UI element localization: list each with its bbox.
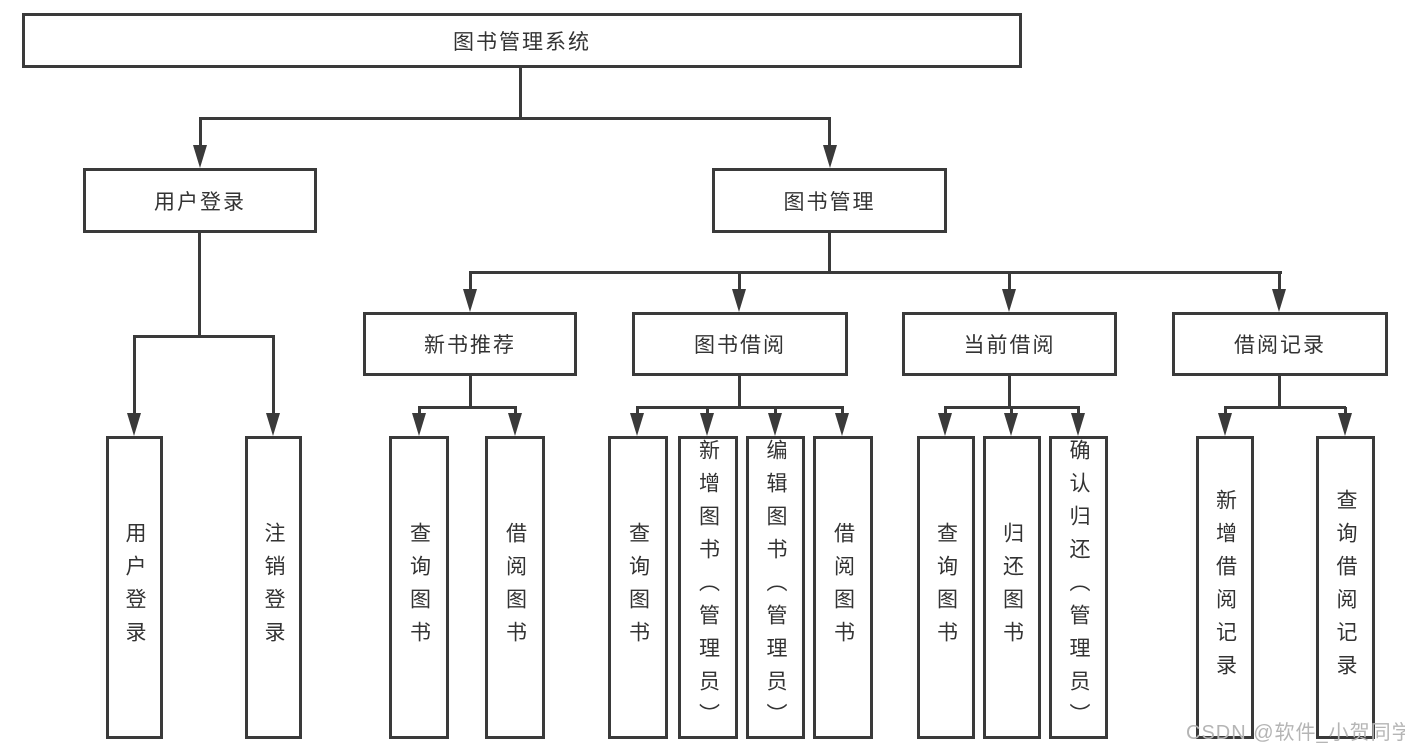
node-label: 编辑图书（管理员） bbox=[764, 439, 787, 736]
arrow-down-icon bbox=[266, 413, 280, 436]
connector-userlogin-stem bbox=[198, 233, 201, 336]
arrow-down-icon bbox=[412, 413, 426, 436]
node-book-management: 图书管理 bbox=[712, 168, 947, 233]
node-leaf-add-borrow-record: 新增借阅记录 bbox=[1196, 436, 1254, 739]
csdn-watermark: CSDN @软件_小贺同学 bbox=[1186, 722, 1405, 744]
connector-stem bbox=[469, 272, 472, 290]
arrow-down-icon bbox=[1071, 413, 1085, 436]
connector-rail bbox=[418, 406, 517, 409]
arrow-down-icon bbox=[1218, 413, 1232, 436]
connector-stem bbox=[706, 407, 709, 414]
node-label: 查询借阅记录 bbox=[1334, 488, 1357, 687]
arrow-down-icon bbox=[700, 413, 714, 436]
node-leaf-query-books: 查询图书 bbox=[608, 436, 668, 739]
arrow-down-icon bbox=[1002, 289, 1016, 312]
arrow-down-icon bbox=[1004, 413, 1018, 436]
node-leaf-confirm-return-admin: 确认归还（管理员） bbox=[1049, 436, 1108, 739]
connector-stem bbox=[1008, 376, 1011, 407]
arrow-down-icon bbox=[1272, 289, 1286, 312]
connector-stem bbox=[828, 118, 831, 146]
arrow-down-icon bbox=[823, 145, 837, 168]
node-label: 归还图书 bbox=[1000, 521, 1024, 654]
connector-stem bbox=[1278, 272, 1281, 290]
node-new-book-recommend: 新书推荐 bbox=[363, 312, 577, 376]
arrow-down-icon bbox=[732, 289, 746, 312]
node-borrow-records: 借阅记录 bbox=[1172, 312, 1388, 376]
connector-rail bbox=[1224, 406, 1346, 409]
connector-stem bbox=[1008, 272, 1011, 290]
arrow-down-icon bbox=[630, 413, 644, 436]
node-leaf-query-books: 查询图书 bbox=[917, 436, 975, 739]
node-label: 查询图书 bbox=[407, 521, 431, 654]
connector-stem bbox=[1077, 407, 1080, 414]
arrow-down-icon bbox=[463, 289, 477, 312]
connector-mgmt-stem bbox=[828, 233, 831, 273]
node-label: 当前借阅 bbox=[963, 334, 1056, 357]
connector-userlogin-rail bbox=[133, 335, 275, 338]
arrow-down-icon bbox=[938, 413, 952, 436]
node-label: 查询图书 bbox=[934, 521, 958, 654]
node-label: 借阅图书 bbox=[831, 521, 855, 654]
connector-stem bbox=[1344, 407, 1347, 414]
connector-stem bbox=[738, 272, 741, 290]
connector-stem bbox=[1278, 376, 1281, 407]
node-leaf-borrow-books: 借阅图书 bbox=[485, 436, 545, 739]
connector-level1-rail bbox=[199, 117, 831, 120]
connector-stem bbox=[133, 336, 136, 414]
node-book-borrow: 图书借阅 bbox=[632, 312, 848, 376]
node-leaf-return-books: 归还图书 bbox=[983, 436, 1041, 739]
node-label: 用户登录 bbox=[123, 521, 146, 654]
connector-stem bbox=[469, 376, 472, 407]
arrow-down-icon bbox=[508, 413, 522, 436]
node-leaf-borrow-books: 借阅图书 bbox=[813, 436, 873, 739]
connector-stem bbox=[199, 118, 202, 146]
node-current-borrow: 当前借阅 bbox=[902, 312, 1117, 376]
node-label: 借阅图书 bbox=[503, 521, 527, 654]
connector-stem bbox=[1010, 407, 1013, 414]
connector-stem bbox=[738, 376, 741, 407]
node-label: 新增借阅记录 bbox=[1213, 488, 1237, 687]
connector-stem bbox=[636, 407, 639, 414]
connector-level2-rail bbox=[469, 271, 1282, 274]
connector-stem bbox=[841, 407, 844, 414]
arrow-down-icon bbox=[768, 413, 782, 436]
node-label: 新书推荐 bbox=[424, 334, 516, 357]
connector-root-stem bbox=[519, 68, 522, 119]
connector-stem bbox=[272, 336, 275, 414]
connector-stem bbox=[1224, 407, 1227, 414]
arrow-down-icon bbox=[193, 145, 207, 168]
node-user-login: 用户登录 bbox=[83, 168, 317, 233]
arrow-down-icon bbox=[835, 413, 849, 436]
connector-stem bbox=[774, 407, 777, 414]
connector-stem bbox=[418, 407, 421, 414]
connector-stem bbox=[514, 407, 517, 414]
arrow-down-icon bbox=[1338, 413, 1352, 436]
node-label: 查询图书 bbox=[626, 521, 650, 654]
node-root: 图书管理系统 bbox=[22, 13, 1022, 68]
node-label: 图书管理 bbox=[783, 190, 876, 214]
node-label: 注销登录 bbox=[262, 521, 285, 654]
node-label: 借阅记录 bbox=[1234, 334, 1326, 357]
connector-stem bbox=[944, 407, 947, 414]
arrow-down-icon bbox=[127, 413, 141, 436]
node-leaf-query-books: 查询图书 bbox=[389, 436, 449, 739]
node-leaf-query-borrow-record: 查询借阅记录 bbox=[1316, 436, 1375, 739]
node-label: 用户登录 bbox=[154, 190, 246, 214]
node-label: 新增图书（管理员） bbox=[696, 439, 720, 736]
node-label: 图书借阅 bbox=[694, 334, 786, 357]
node-root-label: 图书管理系统 bbox=[453, 30, 591, 54]
node-leaf-edit-books-admin: 编辑图书（管理员） bbox=[746, 436, 805, 739]
node-leaf-user-login: 用户登录 bbox=[106, 436, 163, 739]
node-label: 确认归还（管理员） bbox=[1067, 439, 1090, 736]
connector-rail bbox=[636, 406, 844, 409]
node-leaf-add-books-admin: 新增图书（管理员） bbox=[678, 436, 738, 739]
node-leaf-logout: 注销登录 bbox=[245, 436, 302, 739]
